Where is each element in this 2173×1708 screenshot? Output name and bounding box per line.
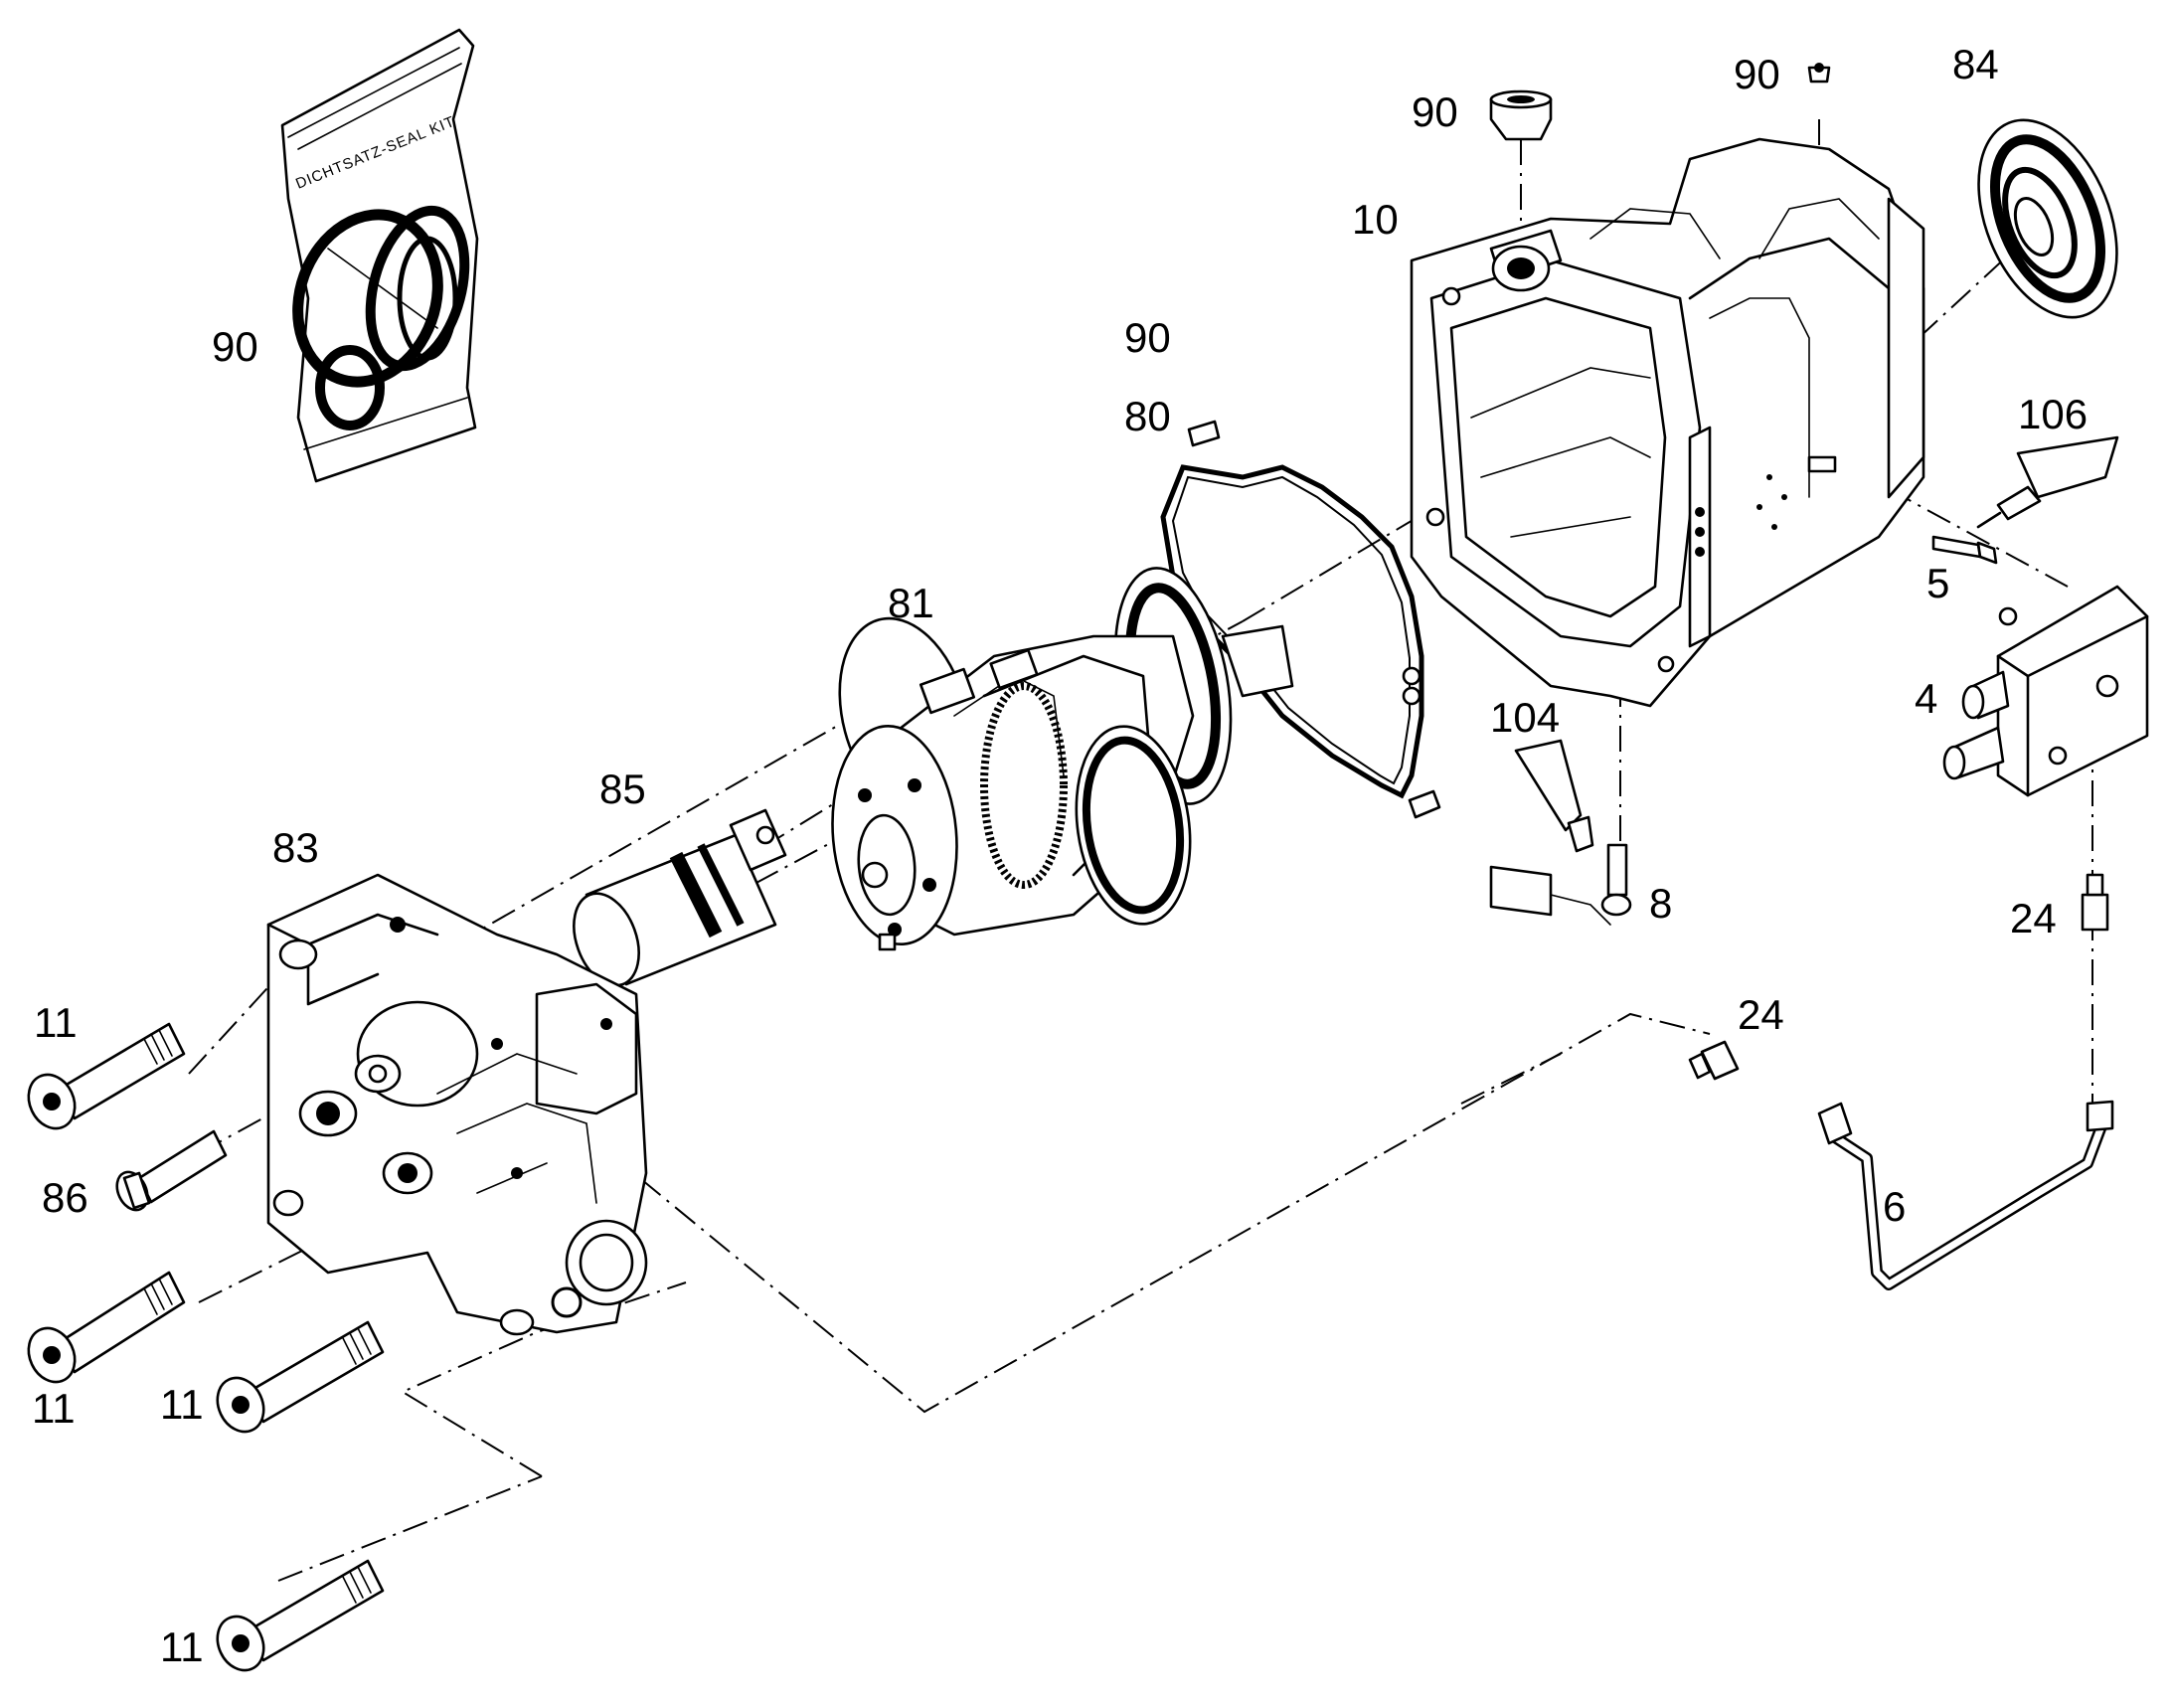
callout-11-c: 11	[160, 1381, 204, 1428]
pipe-line	[1817, 1100, 2114, 1290]
rotary-group-part	[831, 567, 1294, 951]
callout-24-middle: 24	[1738, 991, 1784, 1038]
fitting-right	[2081, 873, 2109, 932]
speed-sensor-part	[1489, 843, 1632, 926]
control-block-part	[266, 873, 648, 1336]
screw-plug-86	[115, 1129, 228, 1212]
callout-90-middle: 90	[1124, 314, 1171, 361]
callout-8: 8	[1649, 880, 1673, 927]
sealant-tube-top	[1976, 435, 2119, 529]
pump-housing	[1410, 137, 1925, 708]
callout-104: 104	[1490, 694, 1561, 741]
cap-screw-3	[216, 1320, 385, 1434]
dowel-pin-top	[1187, 420, 1221, 447]
fitting-middle	[1688, 1040, 1740, 1081]
valve-block	[1942, 585, 2149, 797]
callout-6: 6	[1883, 1183, 1907, 1230]
cap-screw-4	[216, 1559, 385, 1672]
callout-24-right: 24	[2010, 895, 2057, 941]
cap-screw-1	[27, 1022, 186, 1130]
callout-10: 10	[1352, 196, 1399, 243]
callout-11-a: 11	[34, 999, 78, 1046]
callout-85: 85	[599, 766, 646, 812]
control-piston-part	[573, 808, 787, 987]
plug-part	[1489, 89, 1553, 141]
small-screw-part	[1807, 63, 1831, 84]
sealant-tube-bottom	[1514, 739, 1594, 853]
callout-83: 83	[272, 824, 319, 871]
callout-80: 80	[1124, 393, 1171, 439]
callout-90-seal-kit: 90	[212, 323, 258, 370]
callout-90-plug: 90	[1412, 88, 1458, 135]
callout-11-d: 11	[160, 1623, 204, 1670]
callout-4: 4	[1915, 675, 1938, 722]
callout-84: 84	[1952, 41, 1999, 87]
callout-86: 86	[42, 1174, 88, 1221]
dowel-pin-bottom	[1408, 789, 1441, 819]
seal-kit-bag: DICHTSATZ-SEAL KIT	[280, 28, 479, 483]
screw-plug-part	[1931, 535, 1998, 565]
callout-5: 5	[1926, 560, 1950, 606]
callout-90-screw: 90	[1734, 51, 1780, 97]
callout-11-b: 11	[32, 1385, 76, 1432]
cap-screw-2	[27, 1271, 186, 1384]
shaft-seal-part	[1977, 118, 2118, 319]
callout-81: 81	[888, 580, 934, 626]
callout-106: 106	[2018, 391, 2089, 437]
